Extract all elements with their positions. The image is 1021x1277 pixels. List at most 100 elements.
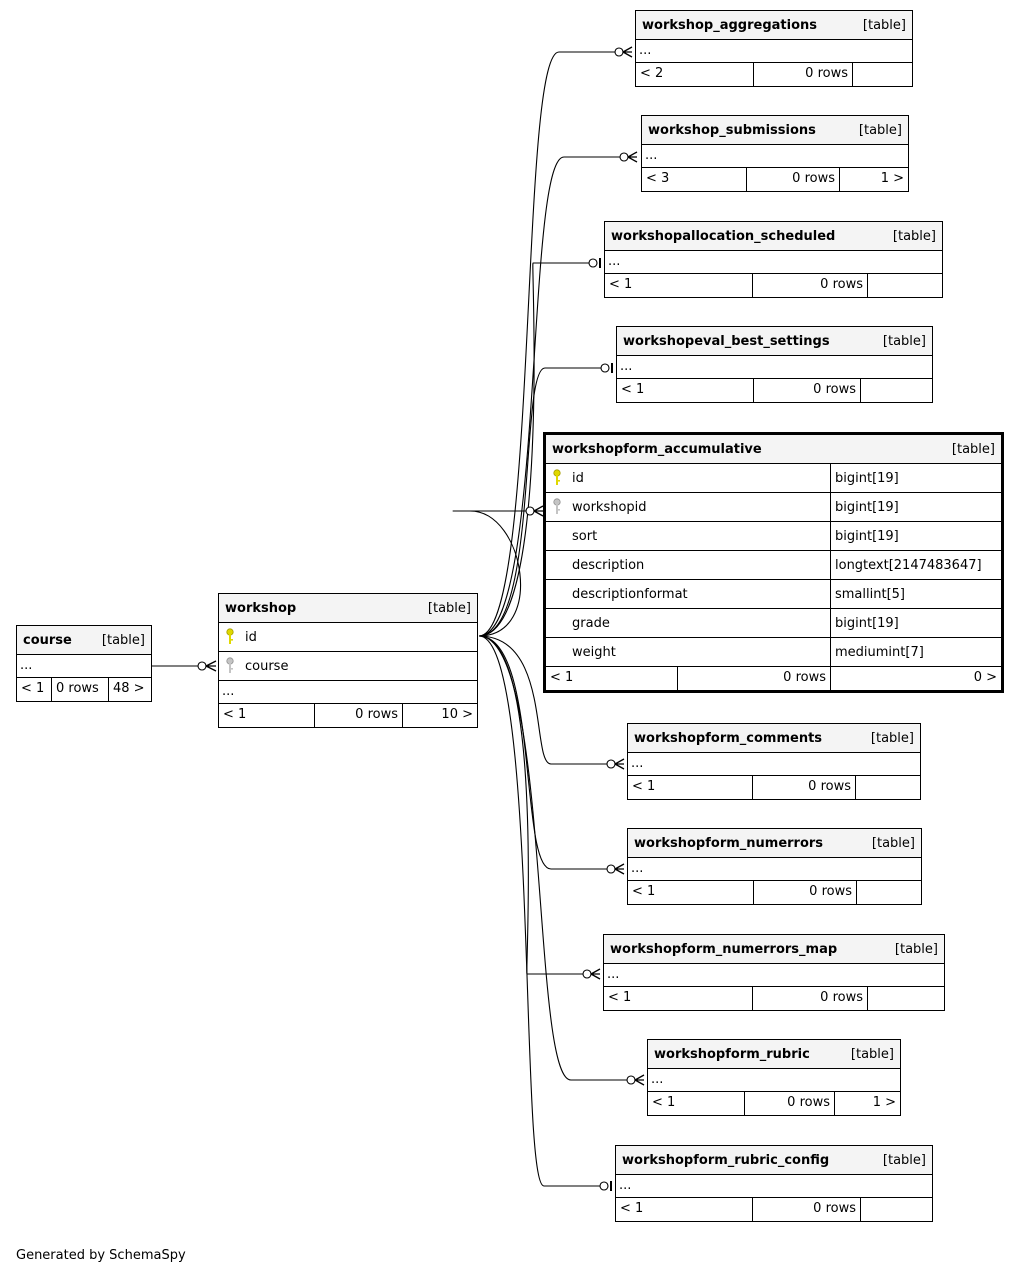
more-columns: ... [642, 145, 908, 168]
table-course[interactable]: course[table] ... < 1 0 rows 48 > [16, 625, 152, 702]
column-sort: sort bigint[19] [546, 522, 1001, 551]
table-workshopform-rubric-config[interactable]: workshopform_rubric_config [table] ... < … [615, 1145, 933, 1222]
optional-end-marker [599, 1181, 609, 1191]
crow-foot-marker [533, 505, 544, 517]
column-type: bigint[19] [835, 615, 899, 631]
children-count[interactable]: 0 > [973, 670, 997, 685]
parents-count[interactable]: < 1 [546, 667, 678, 690]
more-columns: ... [616, 1175, 932, 1198]
column-name: workshopid [572, 499, 647, 515]
column-name: weight [572, 644, 616, 660]
children-count[interactable] [853, 63, 912, 86]
column-description: description longtext[2147483647] [546, 551, 1001, 580]
column-course: course [219, 652, 477, 681]
parents-count[interactable]: < 1 [17, 678, 52, 701]
table-type: [table] [892, 228, 936, 244]
parents-count[interactable]: < 3 [642, 168, 747, 191]
table-workshopform-numerrors-map[interactable]: workshopform_numerrors_map[table] ... < … [603, 934, 945, 1011]
column-type: longtext[2147483647] [835, 557, 982, 573]
table-type: [table] [894, 941, 938, 957]
table-name: workshopform_numerrors [634, 835, 824, 851]
more-columns: ... [219, 681, 477, 704]
table-type: [table] [882, 333, 926, 349]
optional-end-marker [614, 47, 624, 57]
row-count: 0 rows [754, 63, 853, 86]
table-name: workshopform_accumulative [552, 441, 762, 457]
crow-foot-marker [205, 660, 217, 672]
row-count: 0 rows [753, 776, 856, 799]
parents-count[interactable]: < 1 [617, 379, 754, 402]
parents-count[interactable]: < 1 [616, 1198, 753, 1221]
column-type: bigint[19] [835, 499, 899, 515]
crow-foot-marker [614, 758, 625, 770]
table-name: course [23, 632, 72, 648]
optional-end-marker [600, 363, 610, 373]
children-count[interactable]: 48 > [113, 681, 145, 696]
children-count[interactable] [868, 274, 942, 297]
children-count[interactable] [861, 1198, 932, 1221]
more-columns: ... [648, 1069, 900, 1092]
more-columns: ... [628, 753, 920, 776]
table-type: [table] [871, 835, 915, 851]
row-count: 0 rows [753, 274, 868, 297]
table-name: workshopform_numerrors_map [610, 941, 838, 957]
crow-foot-marker [590, 968, 601, 980]
parents-count[interactable]: < 1 [648, 1092, 745, 1115]
relationship-line [478, 51, 619, 637]
children-count[interactable]: 1 > [880, 171, 904, 186]
crow-foot-marker [622, 46, 633, 58]
table-workshopallocation-scheduled[interactable]: workshopallocation_scheduled[table] ... … [604, 221, 943, 298]
table-name: workshopform_rubric [654, 1046, 810, 1062]
table-name: workshopform_rubric_config [622, 1152, 830, 1168]
optional-end-marker [582, 969, 592, 979]
table-workshopeval-best-settings[interactable]: workshopeval_best_settings [table] ... < … [616, 326, 933, 403]
table-type: [table] [882, 1152, 926, 1168]
crow-foot-marker [627, 151, 638, 163]
more-columns: ... [617, 356, 932, 379]
crow-foot-marker [614, 863, 625, 875]
children-count[interactable]: 10 > [441, 707, 473, 722]
table-workshop[interactable]: workshop[table] id course ... < 1 0 rows… [218, 593, 478, 728]
optional-end-marker [619, 152, 629, 162]
parents-count[interactable]: < 1 [628, 776, 753, 799]
column-type: bigint[19] [835, 470, 899, 486]
children-count[interactable] [868, 987, 944, 1010]
column-type: mediumint[7] [835, 644, 924, 660]
parents-count[interactable]: < 1 [605, 274, 753, 297]
table-type: [table] [427, 600, 471, 616]
column-name: sort [572, 528, 598, 544]
row-count: 0 rows [753, 987, 868, 1010]
crow-foot-marker [634, 1074, 645, 1086]
parents-count[interactable]: < 1 [219, 704, 315, 727]
row-count: 0 rows [754, 881, 857, 904]
parents-count[interactable]: < 1 [628, 881, 754, 904]
row-count: 0 rows [52, 678, 109, 701]
children-count[interactable] [856, 776, 920, 799]
row-count: 0 rows [315, 704, 403, 727]
children-count[interactable]: 1 > [872, 1095, 896, 1110]
parents-count[interactable]: < 1 [604, 987, 753, 1010]
table-name: workshopallocation_scheduled [611, 228, 836, 244]
children-count[interactable] [861, 379, 932, 402]
table-workshopform-accumulative[interactable]: workshopform_accumulative[table] id bigi… [543, 432, 1004, 693]
children-count[interactable] [857, 881, 921, 904]
row-count: 0 rows [745, 1092, 835, 1115]
parents-count[interactable]: < 2 [636, 63, 754, 86]
optional-end-marker [588, 258, 598, 268]
generated-by-label: Generated by SchemaSpy [16, 1248, 186, 1263]
foreign-key-icon [553, 498, 561, 514]
table-name: workshop [225, 600, 297, 616]
table-type: [table] [858, 122, 902, 138]
table-type: [table] [862, 17, 906, 33]
more-columns: ... [628, 858, 921, 881]
table-name: workshop_aggregations [642, 17, 818, 33]
relationship-line [478, 635, 631, 1081]
column-name: description [572, 557, 645, 573]
table-name: workshopeval_best_settings [623, 333, 830, 349]
